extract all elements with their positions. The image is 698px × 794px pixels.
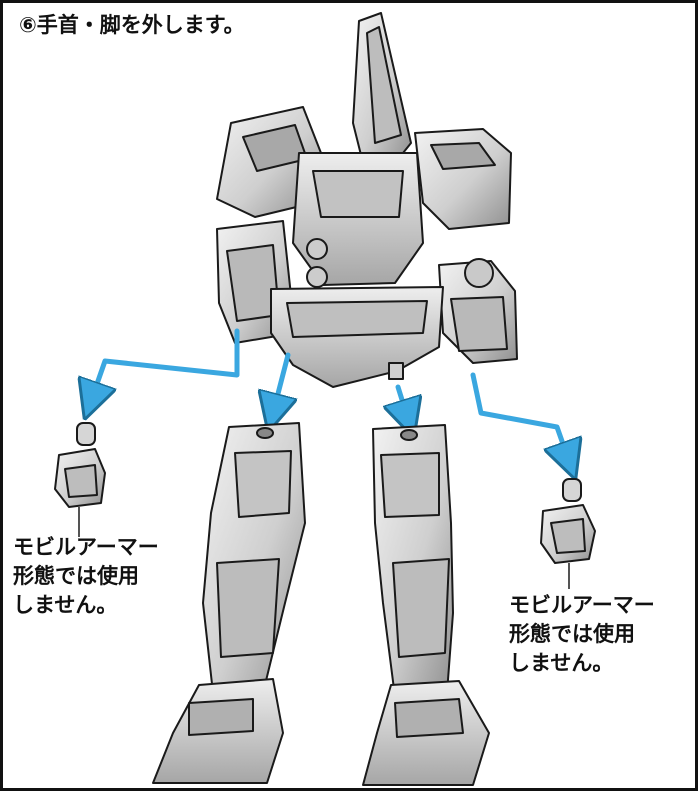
note-line: しません。 [13,593,118,617]
note-line: しません。 [509,651,614,675]
arrow-right-hand [470,372,569,461]
left-leg-illustration [152,422,306,784]
direction-arrows [91,328,569,461]
note-line: 形態では使用 [509,622,635,646]
right-leg-illustration [362,424,490,786]
right-hand-note: モビルアーマー 形態では使用 しません。 [509,591,655,678]
arrow-left-hand [91,328,240,401]
note-line: モビルアーマー [13,535,159,559]
step-title: ⑥手首・脚を外します。 [19,13,245,37]
assembly-illustration [54,12,596,786]
arrow-right-leg [398,384,408,419]
left-hand-note: モビルアーマー 形態では使用 しません。 [13,533,159,620]
right-hand-illustration [540,478,596,589]
note-line: 形態では使用 [13,564,139,588]
left-hand-illustration [54,422,106,537]
robot-torso-illustration [216,12,518,388]
note-line: モビルアーマー [509,593,655,617]
arrow-left-leg [273,352,288,413]
